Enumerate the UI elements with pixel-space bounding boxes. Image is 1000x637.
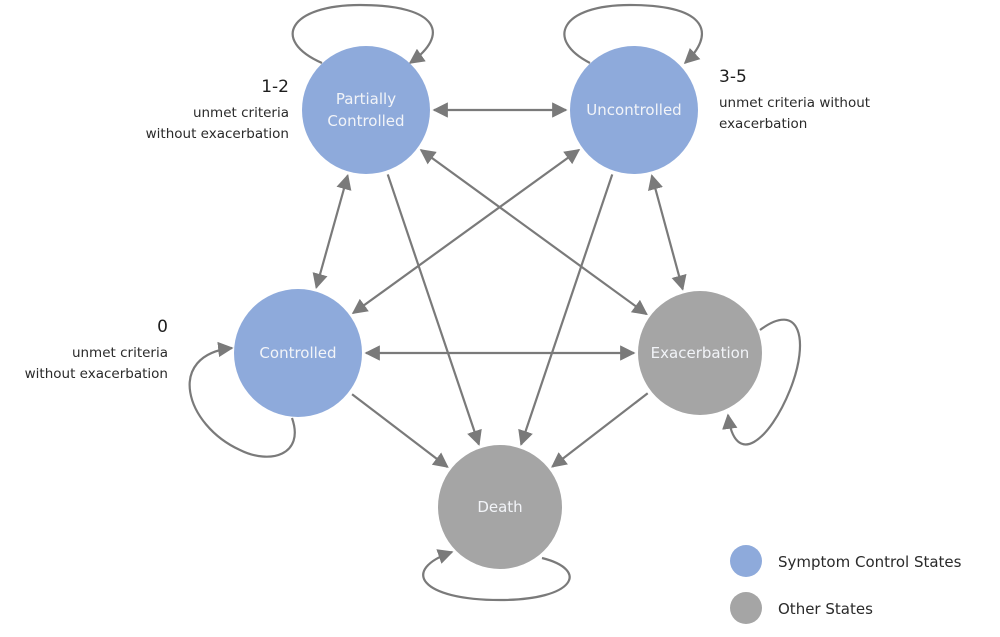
legend: Symptom Control States Other States [730, 545, 962, 624]
self-loops-layer [188, 3, 802, 602]
edge-uncontrolled-to-exacerbation [648, 174, 687, 291]
annotation-controlled: 0 unmet criteria without exacerbation [25, 317, 168, 382]
edge-uncontrolled-to-controlled [351, 148, 581, 315]
annotation-count: 3-5 [719, 67, 747, 87]
edge-exacerbation-to-death [551, 392, 649, 468]
node-death: Death [438, 445, 562, 569]
legend-swatch-symptom-control [730, 545, 762, 577]
self-loop-controlled [188, 341, 296, 458]
annotation-line: exacerbation [719, 116, 807, 132]
node-circle [302, 46, 430, 174]
annotation-uncontrolled: 3-5 unmet criteria without exacerbation [719, 67, 870, 132]
annotation-line: unmet criteria [72, 345, 168, 361]
edge-partially-controlled-to-controlled [312, 174, 352, 289]
node-circle [638, 291, 762, 415]
annotation-count: 0 [157, 317, 168, 337]
legend-label: Symptom Control States [778, 553, 962, 571]
legend-swatch-other [730, 592, 762, 624]
self-loop-partially-controlled [291, 3, 434, 65]
edge-uncontrolled-to-death [518, 174, 614, 446]
legend-label: Other States [778, 600, 873, 618]
annotation-line: without exacerbation [25, 366, 168, 382]
node-exacerbation: Exacerbation [638, 291, 762, 415]
node-circle [438, 445, 562, 569]
node-controlled: Controlled [234, 289, 362, 417]
node-label: Controlled [259, 344, 336, 362]
node-uncontrolled: Uncontrolled [570, 46, 698, 174]
annotation-count: 1-2 [261, 77, 289, 97]
node-label: Death [477, 498, 522, 516]
edge-partially-controlled-to-death [386, 174, 482, 446]
annotation-line: unmet criteria [193, 105, 289, 121]
node-label: Controlled [327, 112, 404, 130]
legend-item-symptom-control: Symptom Control States [730, 545, 962, 577]
node-label: Partially [336, 90, 396, 108]
node-circle [234, 289, 362, 417]
edges-layer [312, 102, 687, 468]
legend-item-other: Other States [730, 592, 873, 624]
self-loop-uncontrolled [563, 3, 703, 65]
self-loop-exacerbation [722, 318, 802, 446]
node-label: Exacerbation [651, 344, 750, 362]
annotation-partially-controlled: 1-2 unmet criteria without exacerbation [146, 77, 289, 142]
annotation-line: unmet criteria without [719, 95, 870, 111]
self-loop-death [422, 549, 571, 602]
edge-controlled-to-death [351, 393, 449, 468]
annotation-line: without exacerbation [146, 126, 289, 142]
node-circle [570, 46, 698, 174]
node-label: Uncontrolled [586, 101, 681, 119]
